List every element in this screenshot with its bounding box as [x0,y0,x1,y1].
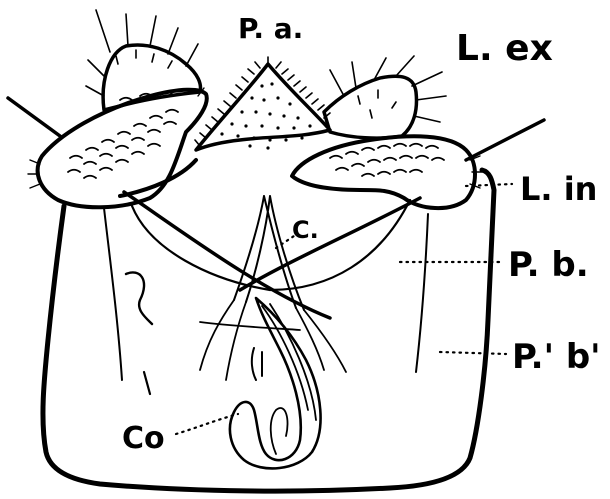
convoluted-organ-inner [262,304,316,454]
label-pbp: P.' b' [512,337,601,377]
mark-left-curve [126,272,152,324]
right-inner-side-line [416,214,428,372]
label-lex: L. ex [456,28,553,69]
label-lin: L. in [520,170,597,208]
right-outer-lobe-bristles [330,56,446,122]
label-pb: P. b. [508,245,589,285]
label-co: Co [122,421,165,456]
left-inner-lobe [38,90,207,208]
plate-pa [196,64,330,150]
mark-center-tick [252,348,262,380]
leader-pbp [440,352,506,354]
right-spine [466,120,544,160]
convoluted-organ [230,298,321,468]
inner-arc-pb [132,200,410,290]
left-spine [8,98,60,136]
columella-fibers [200,300,346,380]
right-inner-lobe-sculpture [330,144,444,176]
left-outer-lobe [103,45,200,110]
label-pa: P. a. [238,12,303,45]
columella [234,196,304,310]
label-c: C. [292,216,319,244]
mark-left-tick [144,372,150,394]
left-inner-side-line [104,208,122,380]
